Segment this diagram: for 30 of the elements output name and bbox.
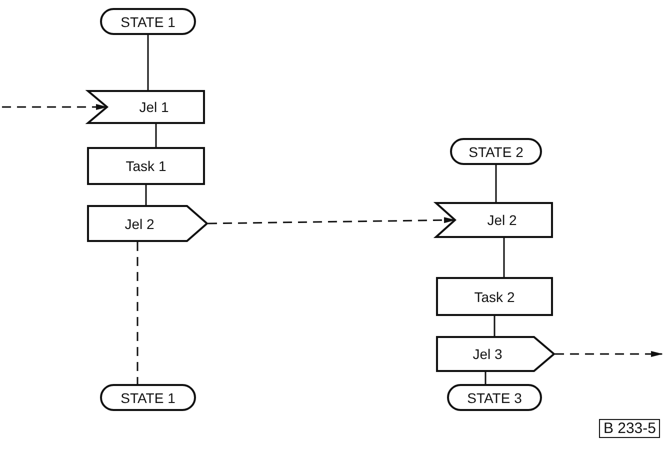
send-signal-box: [436, 336, 555, 372]
node-label: Task 2: [474, 288, 515, 304]
node-label: STATE 2: [468, 144, 524, 160]
node-label: Jel 1: [139, 99, 169, 115]
connector-line: [503, 238, 505, 277]
send-signal-box: [87, 205, 208, 242]
receive-signal-box: [87, 90, 205, 124]
receive-signal-box: [435, 202, 553, 238]
connector-line: [136, 242, 138, 384]
node-label: Jel 2: [487, 212, 517, 228]
connector-line: [484, 372, 486, 384]
node-label: Jel 2: [124, 216, 154, 232]
node-label: STATE 1: [120, 390, 176, 406]
arrow: [555, 351, 663, 357]
connector-line: [495, 165, 497, 202]
connector-line: [147, 35, 149, 90]
connector-line: [145, 185, 147, 205]
connector-line: [494, 316, 496, 336]
node-label: STATE 1: [120, 14, 176, 30]
connector-line: [155, 124, 157, 147]
state-terminal: [447, 384, 542, 411]
state-terminal: [100, 384, 196, 411]
figure-number: B 233-5: [599, 419, 660, 438]
state-terminal: [100, 8, 196, 35]
state-terminal: [450, 138, 542, 165]
task-box: [436, 277, 553, 316]
task-box: [87, 147, 205, 185]
node-label: STATE 3: [467, 390, 522, 406]
node-label: Jel 3: [472, 346, 502, 362]
node-label: Task 1: [126, 158, 166, 174]
